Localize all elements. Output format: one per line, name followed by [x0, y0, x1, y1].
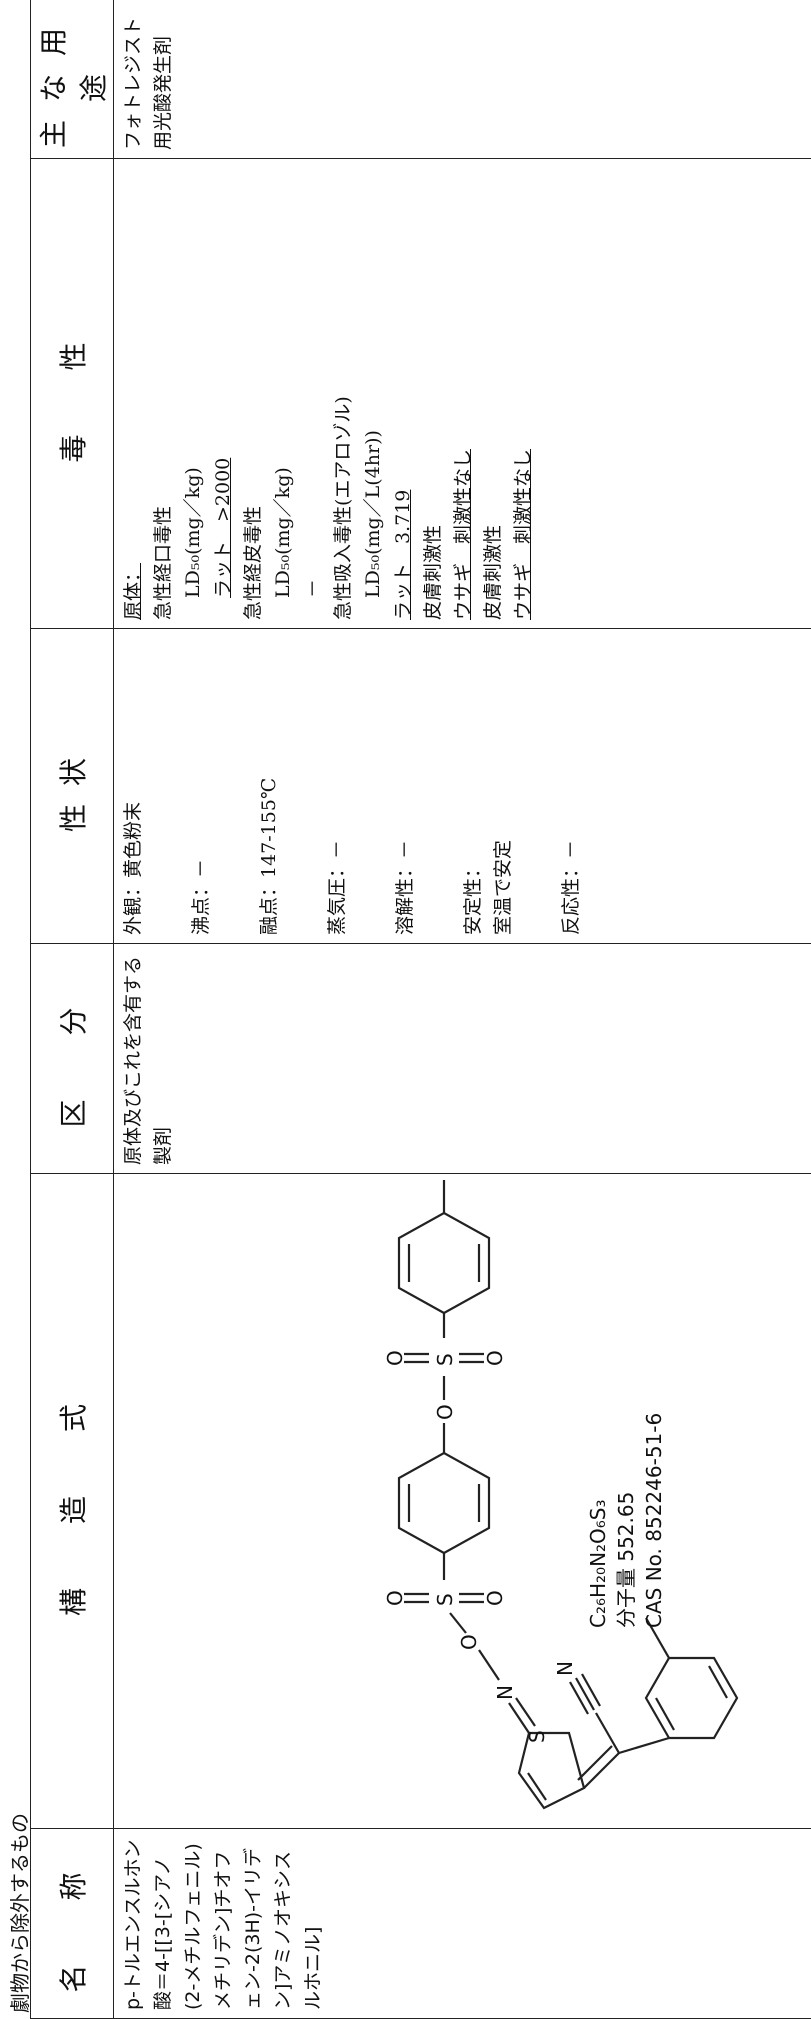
tox-line: 原体：	[122, 562, 144, 620]
chemical-structure-svg: S N O S O O O S O O N	[383, 1180, 739, 1810]
tox-line: ウサギ 刺激性なし	[512, 448, 534, 620]
property-appearance: 外観：黄色粉末	[122, 801, 144, 935]
structure-diagram: S N O S O O O S O O N	[114, 1174, 811, 1828]
table-row: p-トルエンスルホン酸＝4-[[3-[シアノ(2-メチルフェニル)メチリデン]チ…	[113, 0, 811, 2019]
methylphenyl-ring	[644, 1656, 739, 1740]
tox-line: ラット 3.719	[392, 489, 414, 620]
property-solubility: 溶解性：－	[394, 839, 416, 935]
atom-n-imine: N	[493, 1685, 517, 1700]
header-name: 名 称	[30, 1828, 114, 2019]
atom-o1: O	[457, 1634, 481, 1650]
substance-table: 名 称 構 造 式 区 分 性状 毒 性 主な用途 p-トルエンスルホン酸＝4-…	[30, 0, 811, 2019]
substance-name: p-トルエンスルホン酸＝4-[[3-[シアノ(2-メチルフェニル)メチリデン]チ…	[113, 1828, 811, 2019]
atom-o-s2b: O	[483, 1350, 507, 1366]
cas-number: CAS No. 852246-51-6	[642, 1412, 666, 1628]
header-category: 区 分	[30, 943, 114, 1174]
tox-line: LD₅₀(mg／kg)	[182, 467, 204, 598]
tox-line: LD₅₀(mg／kg)	[272, 467, 294, 598]
methyl-bond	[645, 1617, 670, 1659]
phenylene-ring	[397, 1451, 491, 1555]
molecular-weight: 分子量 552.65	[614, 1491, 638, 1628]
atom-o-s2a: O	[383, 1350, 407, 1366]
use-cell: フォトレジスト用光酸発生剤	[113, 0, 811, 159]
formula-block: C₂₆H₂₀N₂O₆S₃ 分子量 552.65 CAS No. 852246-5…	[584, 1413, 668, 1628]
atom-o-s1a: O	[383, 1590, 407, 1606]
atom-s-ring: S	[525, 1730, 549, 1743]
toluene-ring	[397, 1211, 491, 1315]
property-boiling-point: 沸点：－	[190, 858, 212, 935]
atom-n-nitrile: N	[553, 1661, 577, 1676]
atom-o2: O	[433, 1404, 457, 1420]
structure-cell: S N O S O O O S O O N	[113, 1173, 811, 1829]
molecular-formula: C₂₆H₂₀N₂O₆S₃	[586, 1499, 610, 1628]
tox-line: ラット >2000	[212, 457, 234, 598]
tox-line: 急性吸入毒性(エアロゾル)	[332, 396, 354, 620]
atom-s1: S	[433, 1593, 457, 1606]
atom-o-s1b: O	[483, 1590, 507, 1606]
header-use: 主な用途	[30, 0, 114, 159]
header-properties: 性状	[30, 628, 114, 944]
property-stability-value: 室温で安定	[492, 839, 514, 935]
tox-line: 急性経皮毒性	[242, 505, 264, 620]
tox-line: ウサギ 刺激性なし	[452, 448, 474, 620]
property-melting-point: 融点：147-155℃	[258, 777, 280, 935]
tox-line: 皮膚刺激性	[422, 524, 444, 620]
properties-cell: 外観：黄色粉末 沸点：－ 融点：147-155℃ 蒸気圧：－ 溶解性：－ 安定性…	[113, 628, 811, 944]
atom-s2: S	[433, 1353, 457, 1366]
document-caption: 劇物から除外するもの	[8, 1813, 32, 2013]
property-reactivity: 反応性：－	[560, 839, 582, 935]
property-stability: 安定性：	[462, 858, 484, 935]
tox-line: 皮膚刺激性	[482, 524, 504, 620]
category-cell: 原体及びこれを含有する製剤	[113, 943, 811, 1174]
tox-line: LD₅₀(mg／L(4hr))	[362, 430, 384, 598]
header-toxicity: 毒 性	[30, 158, 114, 629]
tox-line: －	[302, 578, 324, 598]
header-structure: 構 造 式	[30, 1173, 114, 1829]
tox-line: 急性経口毒性	[152, 505, 174, 620]
property-vapor-pressure: 蒸気圧：－	[326, 839, 348, 935]
table-header-row: 名 称 構 造 式 区 分 性状 毒 性 主な用途	[30, 0, 114, 2019]
thiophene-ring	[517, 1731, 586, 1810]
toxicity-cell: 原体： 急性経口毒性 LD₅₀(mg／kg) ラット >2000 急性経皮毒性 …	[113, 158, 811, 629]
